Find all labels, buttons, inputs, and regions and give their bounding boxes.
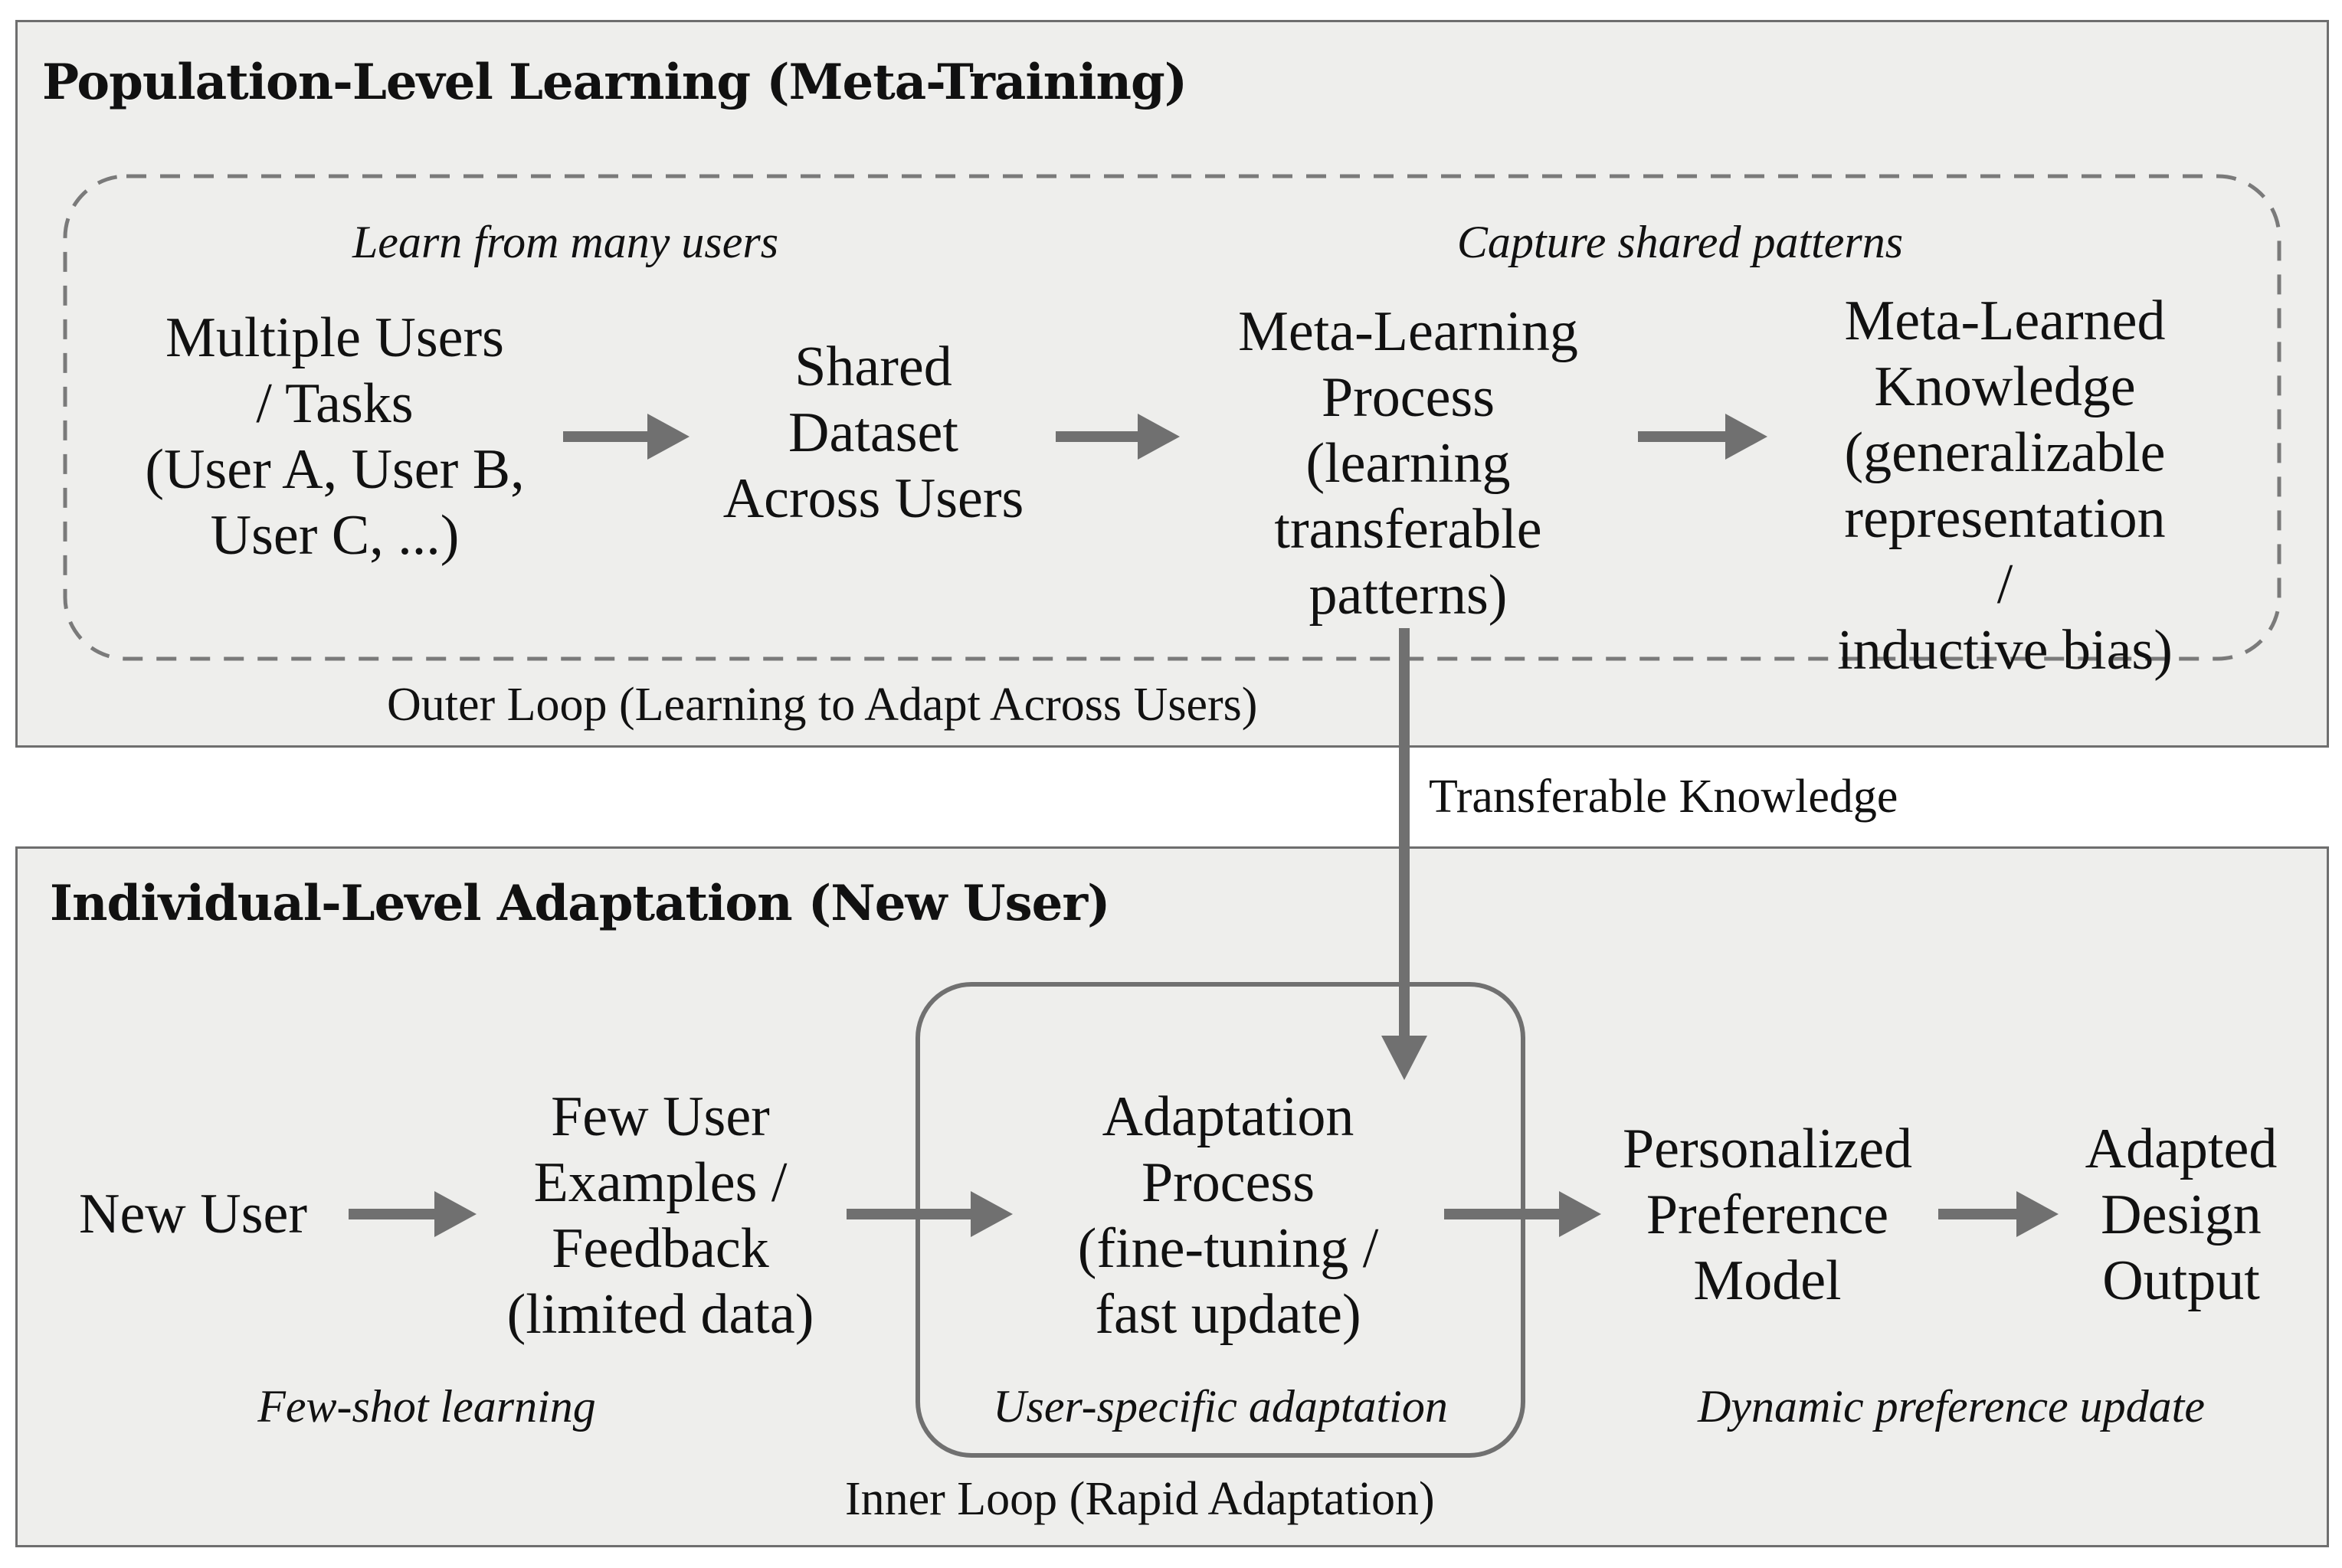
node-adaptation-process: Adaptation Process (fine-tuning / fast u… — [1077, 1085, 1379, 1346]
individual-level-panel — [15, 846, 2329, 1547]
individual-level-title: Individual-Level Adaptation (New User) — [50, 875, 1110, 932]
node-few-user-examples: Few User Examples / Feedback (limited da… — [506, 1085, 814, 1346]
node-new-user: New User — [79, 1183, 307, 1246]
outer-loop-label: Outer Loop (Learning to Adapt Across Use… — [387, 679, 1258, 731]
node-meta-learning-process: Meta-Learning Process (learning transfer… — [1238, 300, 1578, 627]
inner-loop-label: Inner Loop (Rapid Adaptation) — [845, 1473, 1435, 1525]
arrow-meta-learning-to-knowledge — [1638, 414, 1767, 460]
outer-loop-dashed-boundary — [63, 174, 2281, 661]
arrow-preference-model-to-output — [1938, 1191, 2059, 1237]
arrow-transferable-knowledge — [1381, 628, 1427, 1080]
caption-few-shot-learning: Few-shot learning — [257, 1381, 596, 1432]
population-level-title: Population-Level Learning (Meta-Training… — [42, 54, 1187, 111]
arrow-examples-to-adaptation — [847, 1191, 1013, 1237]
node-multiple-users: Multiple Users / Tasks (User A, User B, … — [145, 306, 525, 567]
arrow-new-user-to-examples — [349, 1191, 477, 1237]
transferable-knowledge-label: Transferable Knowledge — [1429, 771, 1898, 823]
node-adapted-design-output: Adapted Design Output — [2085, 1118, 2278, 1312]
node-meta-learned-knowledge: Meta-Learned Knowledge (generalizable re… — [1837, 290, 2173, 682]
population-level-panel — [15, 20, 2329, 748]
caption-learn-from-many-users: Learn from many users — [352, 217, 779, 267]
arrow-adaptation-to-preference-model — [1444, 1191, 1601, 1237]
caption-user-specific-adaptation: User-specific adaptation — [993, 1381, 1448, 1432]
arrow-dataset-to-meta-learning — [1056, 414, 1180, 460]
caption-dynamic-preference-update: Dynamic preference update — [1698, 1381, 2205, 1432]
node-personalized-preference-model: Personalized Preference Model — [1622, 1118, 1913, 1312]
caption-capture-shared-patterns: Capture shared patterns — [1456, 217, 1904, 267]
inner-loop-boundary — [916, 982, 1525, 1458]
node-shared-dataset: Shared Dataset Across Users — [722, 336, 1024, 530]
arrow-users-to-dataset — [563, 414, 689, 460]
